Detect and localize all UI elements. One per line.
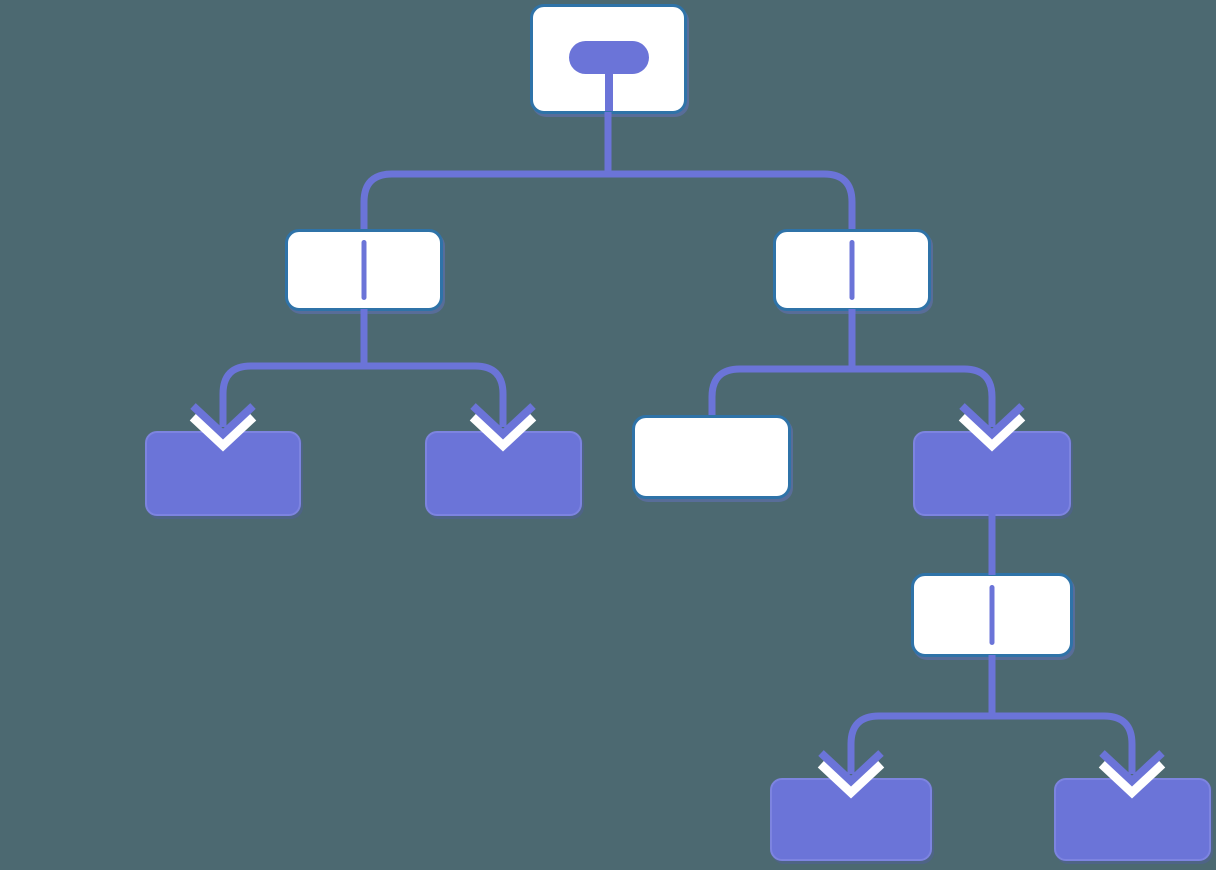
node-leaf-1[interactable] bbox=[145, 431, 301, 516]
vertical-divider-icon bbox=[989, 585, 995, 645]
node-branch-left[interactable] bbox=[285, 229, 443, 311]
node-leaf-2[interactable] bbox=[425, 431, 582, 516]
node-leaf-3[interactable] bbox=[770, 778, 932, 861]
node-root[interactable] bbox=[530, 4, 687, 114]
node-branch-right[interactable] bbox=[773, 229, 931, 311]
node-step-filled[interactable] bbox=[913, 431, 1071, 516]
connector-edge-right-split bbox=[708, 365, 996, 415]
connector-edge-left-split bbox=[219, 362, 507, 401]
node-step-blank[interactable] bbox=[632, 415, 791, 499]
connector-edge-root-split bbox=[360, 170, 856, 229]
node-branch-bottom[interactable] bbox=[911, 573, 1073, 657]
connector-edge-bottom-split bbox=[847, 712, 1136, 748]
pill-stem bbox=[604, 67, 613, 111]
vertical-divider-icon bbox=[849, 240, 855, 300]
node-leaf-4[interactable] bbox=[1054, 778, 1211, 861]
vertical-divider-icon bbox=[361, 240, 367, 300]
